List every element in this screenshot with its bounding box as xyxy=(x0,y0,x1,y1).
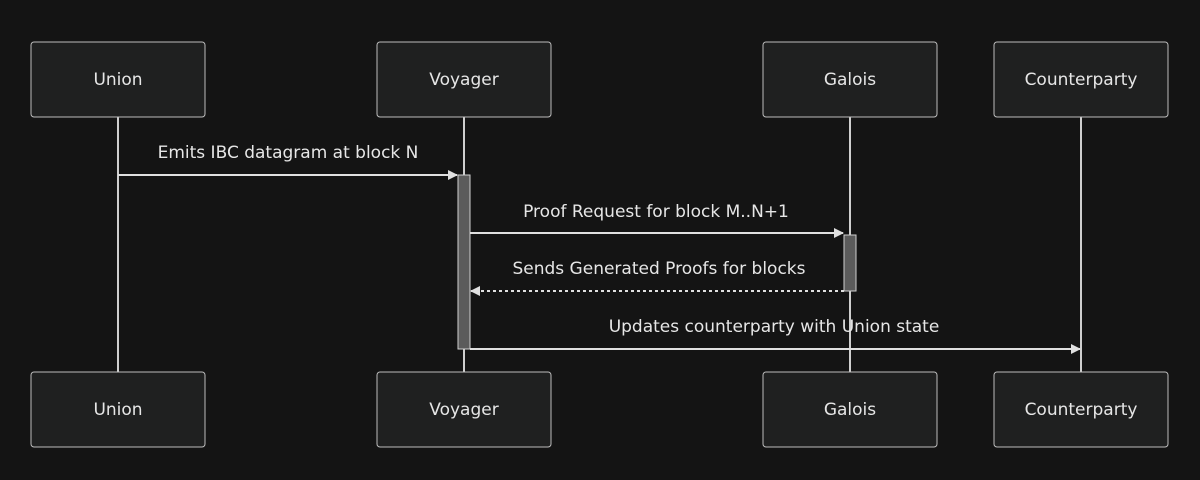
actor-bottom-galois: Galois xyxy=(762,371,938,448)
actor-top-voyager: Voyager xyxy=(376,41,552,118)
actor-label: Galois xyxy=(824,400,876,420)
activation-galois xyxy=(843,234,857,292)
actor-label: Galois xyxy=(824,70,876,90)
actor-top-galois: Galois xyxy=(762,41,938,118)
actor-label: Counterparty xyxy=(1025,70,1138,90)
message-label-proof-request: Proof Request for block M..N+1 xyxy=(523,202,789,222)
actor-top-union: Union xyxy=(30,41,206,118)
actor-label: Voyager xyxy=(429,70,498,90)
message-label-emits-datagram: Emits IBC datagram at block N xyxy=(158,143,419,163)
actor-top-counterparty: Counterparty xyxy=(993,41,1169,118)
actor-label: Union xyxy=(93,70,142,90)
actor-label: Counterparty xyxy=(1025,400,1138,420)
actor-label: Union xyxy=(93,400,142,420)
actor-bottom-union: Union xyxy=(30,371,206,448)
actor-bottom-voyager: Voyager xyxy=(376,371,552,448)
message-label-update-counterparty: Updates counterparty with Union state xyxy=(609,317,940,337)
actor-bottom-counterparty: Counterparty xyxy=(993,371,1169,448)
activation-voyager xyxy=(457,174,471,350)
message-label-generated-proofs: Sends Generated Proofs for blocks xyxy=(512,259,805,279)
actor-label: Voyager xyxy=(429,400,498,420)
